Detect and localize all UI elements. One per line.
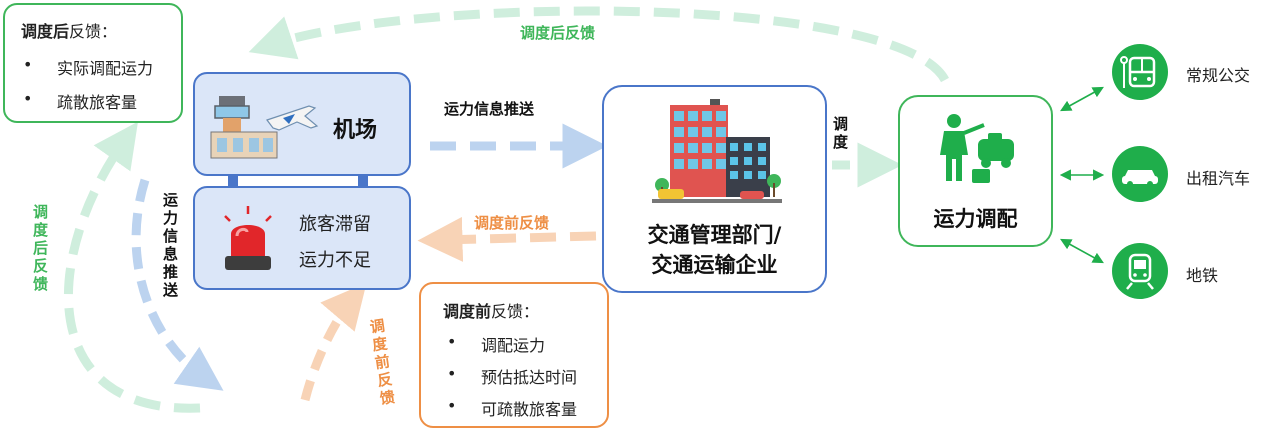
department-box: 交通管理部门/ 交通运输企业: [602, 85, 827, 293]
note-before-title: 调度前反馈：: [443, 302, 540, 321]
bus-icon: [1120, 56, 1156, 88]
note-after-title: 调度后反馈：: [21, 22, 118, 41]
airport-name: 机场: [333, 118, 378, 143]
taxi-icon: [1122, 170, 1158, 187]
arrow-vertical-push: [131, 178, 224, 391]
edge-label-push-info: 运力信息推送: [444, 100, 535, 118]
alarm-siren-icon: [224, 206, 272, 270]
department-line1: 交通管理部门/: [647, 223, 782, 247]
city-buildings-icon: [652, 99, 782, 203]
airport-status-line: 运力不足: [299, 250, 371, 271]
subway-icon: [1126, 253, 1154, 290]
edge-label-dispatch: 调度: [831, 116, 849, 152]
arrow-left-after-feedback: [63, 121, 201, 413]
mode-taxi: [1112, 146, 1168, 202]
arrow-top-feedback: [248, 6, 949, 83]
airport-tower-icon: [210, 96, 319, 159]
airport-status-line: 旅客滞留: [299, 214, 371, 235]
airplane-icon: [266, 105, 319, 131]
dispatch-person-icon: [940, 114, 1014, 183]
arrow-to-subway: [1060, 238, 1104, 264]
airport-status-box: 旅客滞留 运力不足: [193, 186, 411, 290]
note-before-feedback: 调度前反馈： •调配运力 •预估抵达时间 •可疏散旅客量: [419, 282, 609, 428]
mode-label-taxi: 出租汽车: [1186, 169, 1251, 188]
mode-label-bus: 常规公交: [1186, 66, 1251, 85]
dispatch-box: 运力调配: [898, 95, 1053, 247]
note-after-feedback: 调度后反馈： •实际调配运力 •疏散旅客量: [3, 3, 183, 123]
dispatch-name: 运力调配: [933, 207, 1018, 231]
edge-label-top-feedback: 调度后反馈: [520, 24, 596, 42]
airport-box: 机场: [193, 72, 411, 176]
mode-bus: [1112, 44, 1168, 100]
edge-label-left-after-feedback: 调度后反馈: [31, 204, 49, 294]
arrow-bottom-pre-feedback: [300, 282, 367, 402]
arrow-pre-feedback: [417, 216, 597, 262]
department-line2: 交通运输企业: [651, 253, 778, 277]
arrow-to-bus: [1060, 86, 1104, 112]
edge-label-pre-feedback: 调度前反馈: [474, 214, 550, 232]
mode-subway: [1112, 243, 1168, 299]
mode-label-subway: 地铁: [1186, 266, 1219, 285]
edge-label-vertical-push: 运力信息推送: [161, 192, 179, 300]
